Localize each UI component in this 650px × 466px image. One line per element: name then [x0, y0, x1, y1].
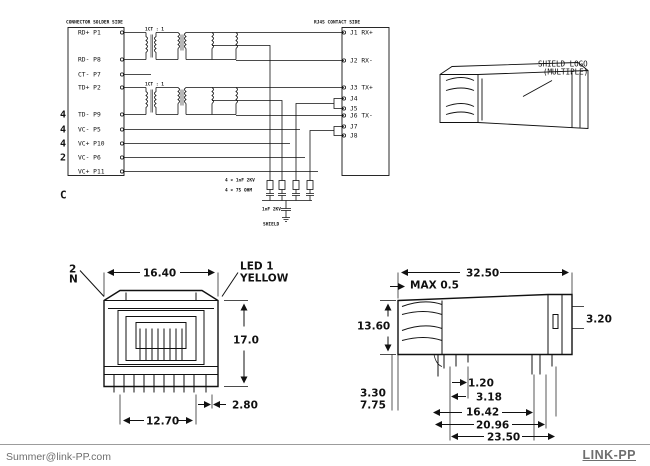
footer-email[interactable]: Summer@link-PP.com [6, 451, 111, 463]
footer-bar: Summer@link-PP.com LINK-PP [0, 444, 650, 466]
pin-label: TD+ P2 [78, 85, 101, 92]
pin-label: VC- P5 [78, 127, 101, 134]
pin-label: J3 TX+ [350, 85, 373, 92]
pin-label: CT- P7 [78, 72, 101, 79]
dim-value: 20.96 [476, 420, 509, 432]
pin-label: TD- P9 [78, 112, 101, 119]
pin-label: J4 [350, 96, 358, 103]
height-dim: 17.0 [233, 335, 259, 347]
pin-label: RD+ P1 [78, 30, 101, 37]
side-mark: 4 [60, 110, 66, 121]
pin-label: J2 RX- [350, 58, 373, 65]
led-label: LED 1 [240, 261, 274, 273]
tab-dim: 3.20 [586, 314, 612, 326]
ratio-bottom: 1CT : 1 [145, 82, 164, 88]
cap-note-2: 4 × 75 OHM [225, 188, 252, 194]
left-pin-labels: RD+ P1 RD- P8 CT- P7 TD+ P2 TD- P9 VC- P… [78, 30, 105, 176]
left-header: CONNECTOR SOLDER SIDE [66, 20, 123, 26]
max-label: MAX 0.5 [410, 280, 459, 292]
dim-value: 23.50 [487, 432, 520, 444]
pin-label: RD- P8 [78, 57, 101, 64]
dim-value: 1.20 [468, 378, 494, 390]
width-dim: 16.40 [143, 268, 176, 280]
front-side-label-top: 2 [69, 264, 76, 276]
pitch-dim: 12.70 [146, 416, 179, 428]
shield-logo-sub: (MULTIPLE) [543, 68, 588, 77]
side-mark: 2 [60, 153, 66, 164]
dim-775: 7.75 [360, 400, 386, 412]
transformer-top [124, 32, 344, 61]
length-dim: 32.50 [466, 268, 499, 280]
pin-label: VC+ P10 [78, 141, 105, 148]
pin-label: J1 RX+ [350, 30, 373, 37]
left-pin-block [67, 27, 125, 176]
side-mark: 4 [60, 125, 66, 136]
dim-value: 3.18 [476, 392, 502, 404]
pin-label: J5 [350, 106, 358, 113]
offset-dim: 2.80 [232, 400, 258, 412]
dim-value: 16.42 [466, 407, 499, 419]
bottom-cap-note: 1nF 2KV [262, 207, 281, 213]
front-view: 2 N 16.40 LED 1 YELLOW 17.0 12.70 2.80 [69, 261, 289, 428]
side-letter: C [60, 189, 67, 202]
right-header: RJ45 CONTACT SIDE [314, 20, 360, 26]
dim-330: 3.30 [360, 388, 386, 400]
shield-logo-label: SHIELD LOGO [538, 60, 588, 69]
ratio-top: 1CT : 1 [145, 27, 164, 33]
transformer-bottom [124, 87, 344, 116]
led-color: YELLOW [239, 273, 289, 285]
front-side-label-bottom: N [69, 274, 78, 286]
pin-label: J6 TX- [350, 113, 373, 120]
side-height-dim: 13.60 [357, 321, 390, 333]
right-pin-block [341, 27, 390, 176]
schematic-wires [124, 45, 344, 222]
isometric-view: SHIELD LOGO (MULTIPLE) [439, 60, 589, 129]
left-pin-circles [120, 30, 125, 174]
shield-label: SHIELD [263, 222, 280, 228]
pin-label: VC+ P11 [78, 169, 105, 176]
side-marks: 4 4 4 2 C [60, 110, 67, 202]
cap-note-1: 4 × 1nF 2KV [225, 178, 255, 184]
pin-label: J7 [350, 124, 358, 131]
right-pin-circles [341, 30, 346, 138]
pin-label: J8 [350, 133, 358, 140]
side-view: 32.50 MAX 0.5 13.60 3.20 3.30 7.75 1.20 … [357, 268, 612, 444]
side-mark: 4 [60, 139, 66, 150]
brand-logo: LINK-PP [582, 448, 636, 462]
pin-label: VC- P6 [78, 155, 101, 162]
right-pin-labels: J1 RX+ J2 RX- J3 TX+ J4 J5 J6 TX- J7 J8 [350, 30, 373, 140]
schematic: CONNECTOR SOLDER SIDE RJ45 CONTACT SIDE … [60, 20, 390, 228]
